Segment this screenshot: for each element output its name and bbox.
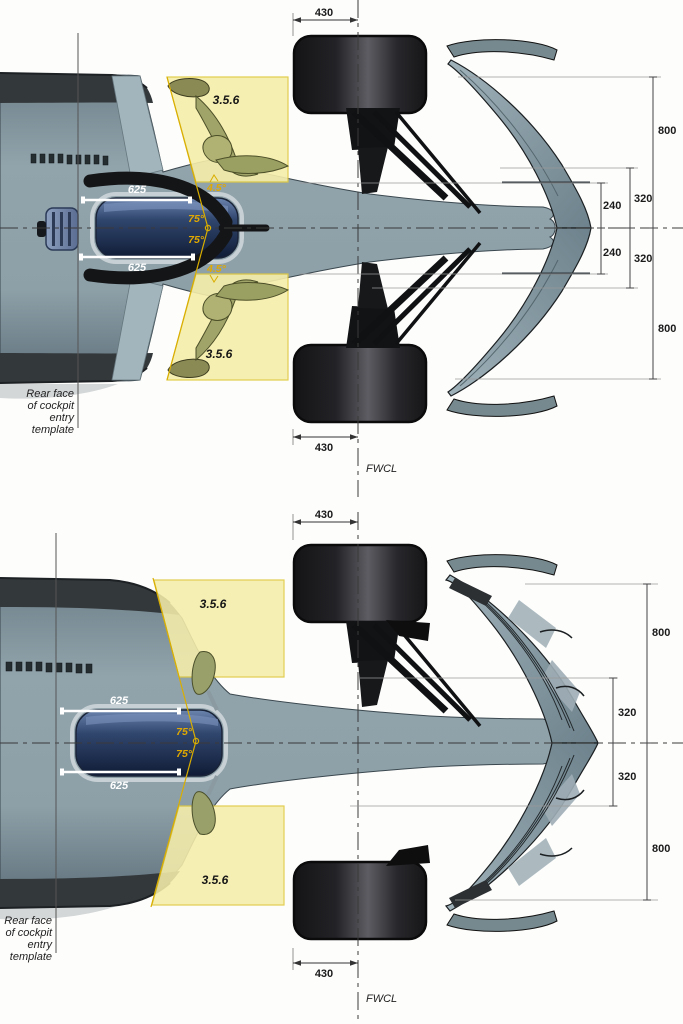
cockpit-dim-upper-label: 625 [128,184,147,196]
dim-320-lower-label: 320 [618,771,636,783]
dim-240-upper-label: 240 [603,200,621,212]
dim-430-top-label: 430 [315,7,333,19]
dim-430-bottom-label: 430 [315,968,333,980]
panel-bottom-figure: 430 430 800 800 320 320 625 625 75° 75° … [0,509,683,1022]
dim-320-lower-label: 320 [634,253,652,265]
dim-430-bottom-label: 430 [315,442,333,454]
cockpit-width-dims [79,196,195,261]
zone-label-upper: 3.5.6 [200,597,227,611]
dim-430-top-label: 430 [315,509,333,521]
cockpit-dim-upper-label: 625 [110,695,129,707]
dimension-lines [0,0,683,497]
dim-430-top [292,13,358,36]
front-tire-lower [292,860,428,941]
steering-wheel [37,207,79,251]
dim-320-upper-label: 320 [618,707,636,719]
dim-430-bottom [292,948,358,970]
svg-text:entry: entry [50,412,76,424]
dim-800-lower-label: 800 [652,843,670,855]
svg-text:entry: entry [28,939,54,951]
zone-label-upper: 3.5.6 [213,93,240,107]
front-tire-upper [292,34,428,115]
svg-text:Rear face: Rear face [4,915,52,927]
angle-upper-label: 75° [176,726,193,738]
dim-800-upper-label: 800 [652,627,670,639]
dim-430-bottom [292,429,358,445]
front-tire-lower [292,343,428,424]
zone-label-lower: 3.5.6 [202,873,229,887]
svg-text:template: template [32,424,74,436]
cockpit-template-note: Rear face of cockpit entry template [26,388,75,436]
front-tire-upper [292,543,428,624]
dim-800-lower-label: 800 [658,323,676,335]
body-shadow [0,905,120,920]
svg-text:template: template [10,951,52,963]
fwcl-label: FWCL [366,463,397,475]
cockpit-template-note: Rear face of cockpit entry template [4,915,53,963]
svg-text:of cockpit: of cockpit [28,400,75,412]
panel-top-figure: 430 430 800 800 320 320 240 240 625 625 … [0,0,683,497]
dim-240-lower-label: 240 [603,247,621,259]
cooling-louvres [5,661,93,674]
cockpit-width-dims [60,707,181,776]
angle-lower-label: 75° [188,234,205,246]
body-shadow [0,384,118,399]
dim-320-upper-label: 320 [634,193,652,205]
dimension-lines [0,512,683,1022]
zone-label-lower: 3.5.6 [206,347,233,361]
cockpit-dim-lower-label: 625 [128,262,147,274]
cockpit-dim-lower-label: 625 [110,780,129,792]
svg-text:Rear face: Rear face [26,388,74,400]
construction-75deg-lines [150,577,200,908]
angle-lower-label: 75° [176,748,193,760]
construction-75deg-lines [166,76,219,381]
mirror-angle-lower-label: 4.5° [206,263,227,275]
mirror-angle-upper-label: 4.5° [206,182,227,194]
svg-text:of cockpit: of cockpit [6,927,53,939]
fwcl-label: FWCL [366,993,397,1005]
angle-upper-label: 75° [188,213,205,225]
dim-430-top [292,514,358,540]
dim-800-upper-label: 800 [658,125,676,137]
